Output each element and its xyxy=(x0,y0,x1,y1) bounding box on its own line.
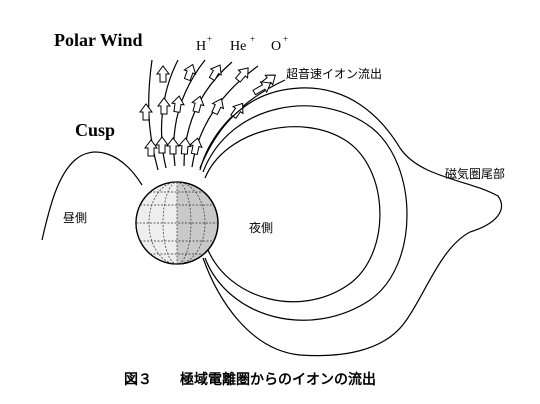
polar-wind-label: Polar Wind xyxy=(54,30,143,50)
nightside-inner-loop xyxy=(204,126,381,303)
caption-title: 極域電離圏からのイオンの流出 xyxy=(180,371,376,388)
supersonic-outflow-label: 超音速イオン流出 xyxy=(286,66,382,81)
ion-labels: H + He + O + xyxy=(196,34,288,54)
flow-line-6 xyxy=(199,79,286,171)
cusp-label: Cusp xyxy=(75,120,115,140)
flow-arrow xyxy=(208,64,222,82)
magnetotail-label: 磁気圏尾部 xyxy=(445,166,505,181)
ion-o-label: O xyxy=(271,39,281,54)
dayside-field-line xyxy=(41,151,143,241)
flow-arrow xyxy=(170,95,185,113)
earth-globe xyxy=(135,181,219,265)
flow-line-2 xyxy=(160,59,179,169)
caption-figure-number: 図３ xyxy=(124,372,152,388)
polar-wind-arrows xyxy=(139,63,276,157)
ion-h-charge: + xyxy=(207,34,212,44)
flow-arrow xyxy=(191,95,205,114)
flow-arrow xyxy=(166,137,180,155)
ion-he-charge: + xyxy=(250,34,255,44)
flow-arrow xyxy=(139,103,153,121)
flow-arrow xyxy=(183,63,197,82)
flow-arrow xyxy=(189,137,203,156)
nightside-label: 夜側 xyxy=(249,220,273,235)
flow-line-1 xyxy=(148,59,159,171)
dayside-label: 昼側 xyxy=(63,211,87,225)
flow-arrow xyxy=(155,136,169,154)
supersonic-outflow-arrow xyxy=(252,81,272,96)
flow-arrow xyxy=(234,67,249,83)
flow-arrow xyxy=(156,65,170,83)
magnetotail-boundary xyxy=(199,87,503,357)
flow-arrow xyxy=(177,137,192,155)
flow-arrow xyxy=(157,97,171,115)
figure-caption: 図３ 極域電離圏からのイオンの流出 xyxy=(124,371,376,388)
ion-h-label: H xyxy=(196,39,206,54)
flow-arrow xyxy=(211,97,225,116)
nightside-middle-loop xyxy=(202,105,408,321)
ion-he-label: He xyxy=(230,39,246,54)
flow-arrow xyxy=(144,139,158,157)
ion-o-charge: + xyxy=(283,34,288,44)
